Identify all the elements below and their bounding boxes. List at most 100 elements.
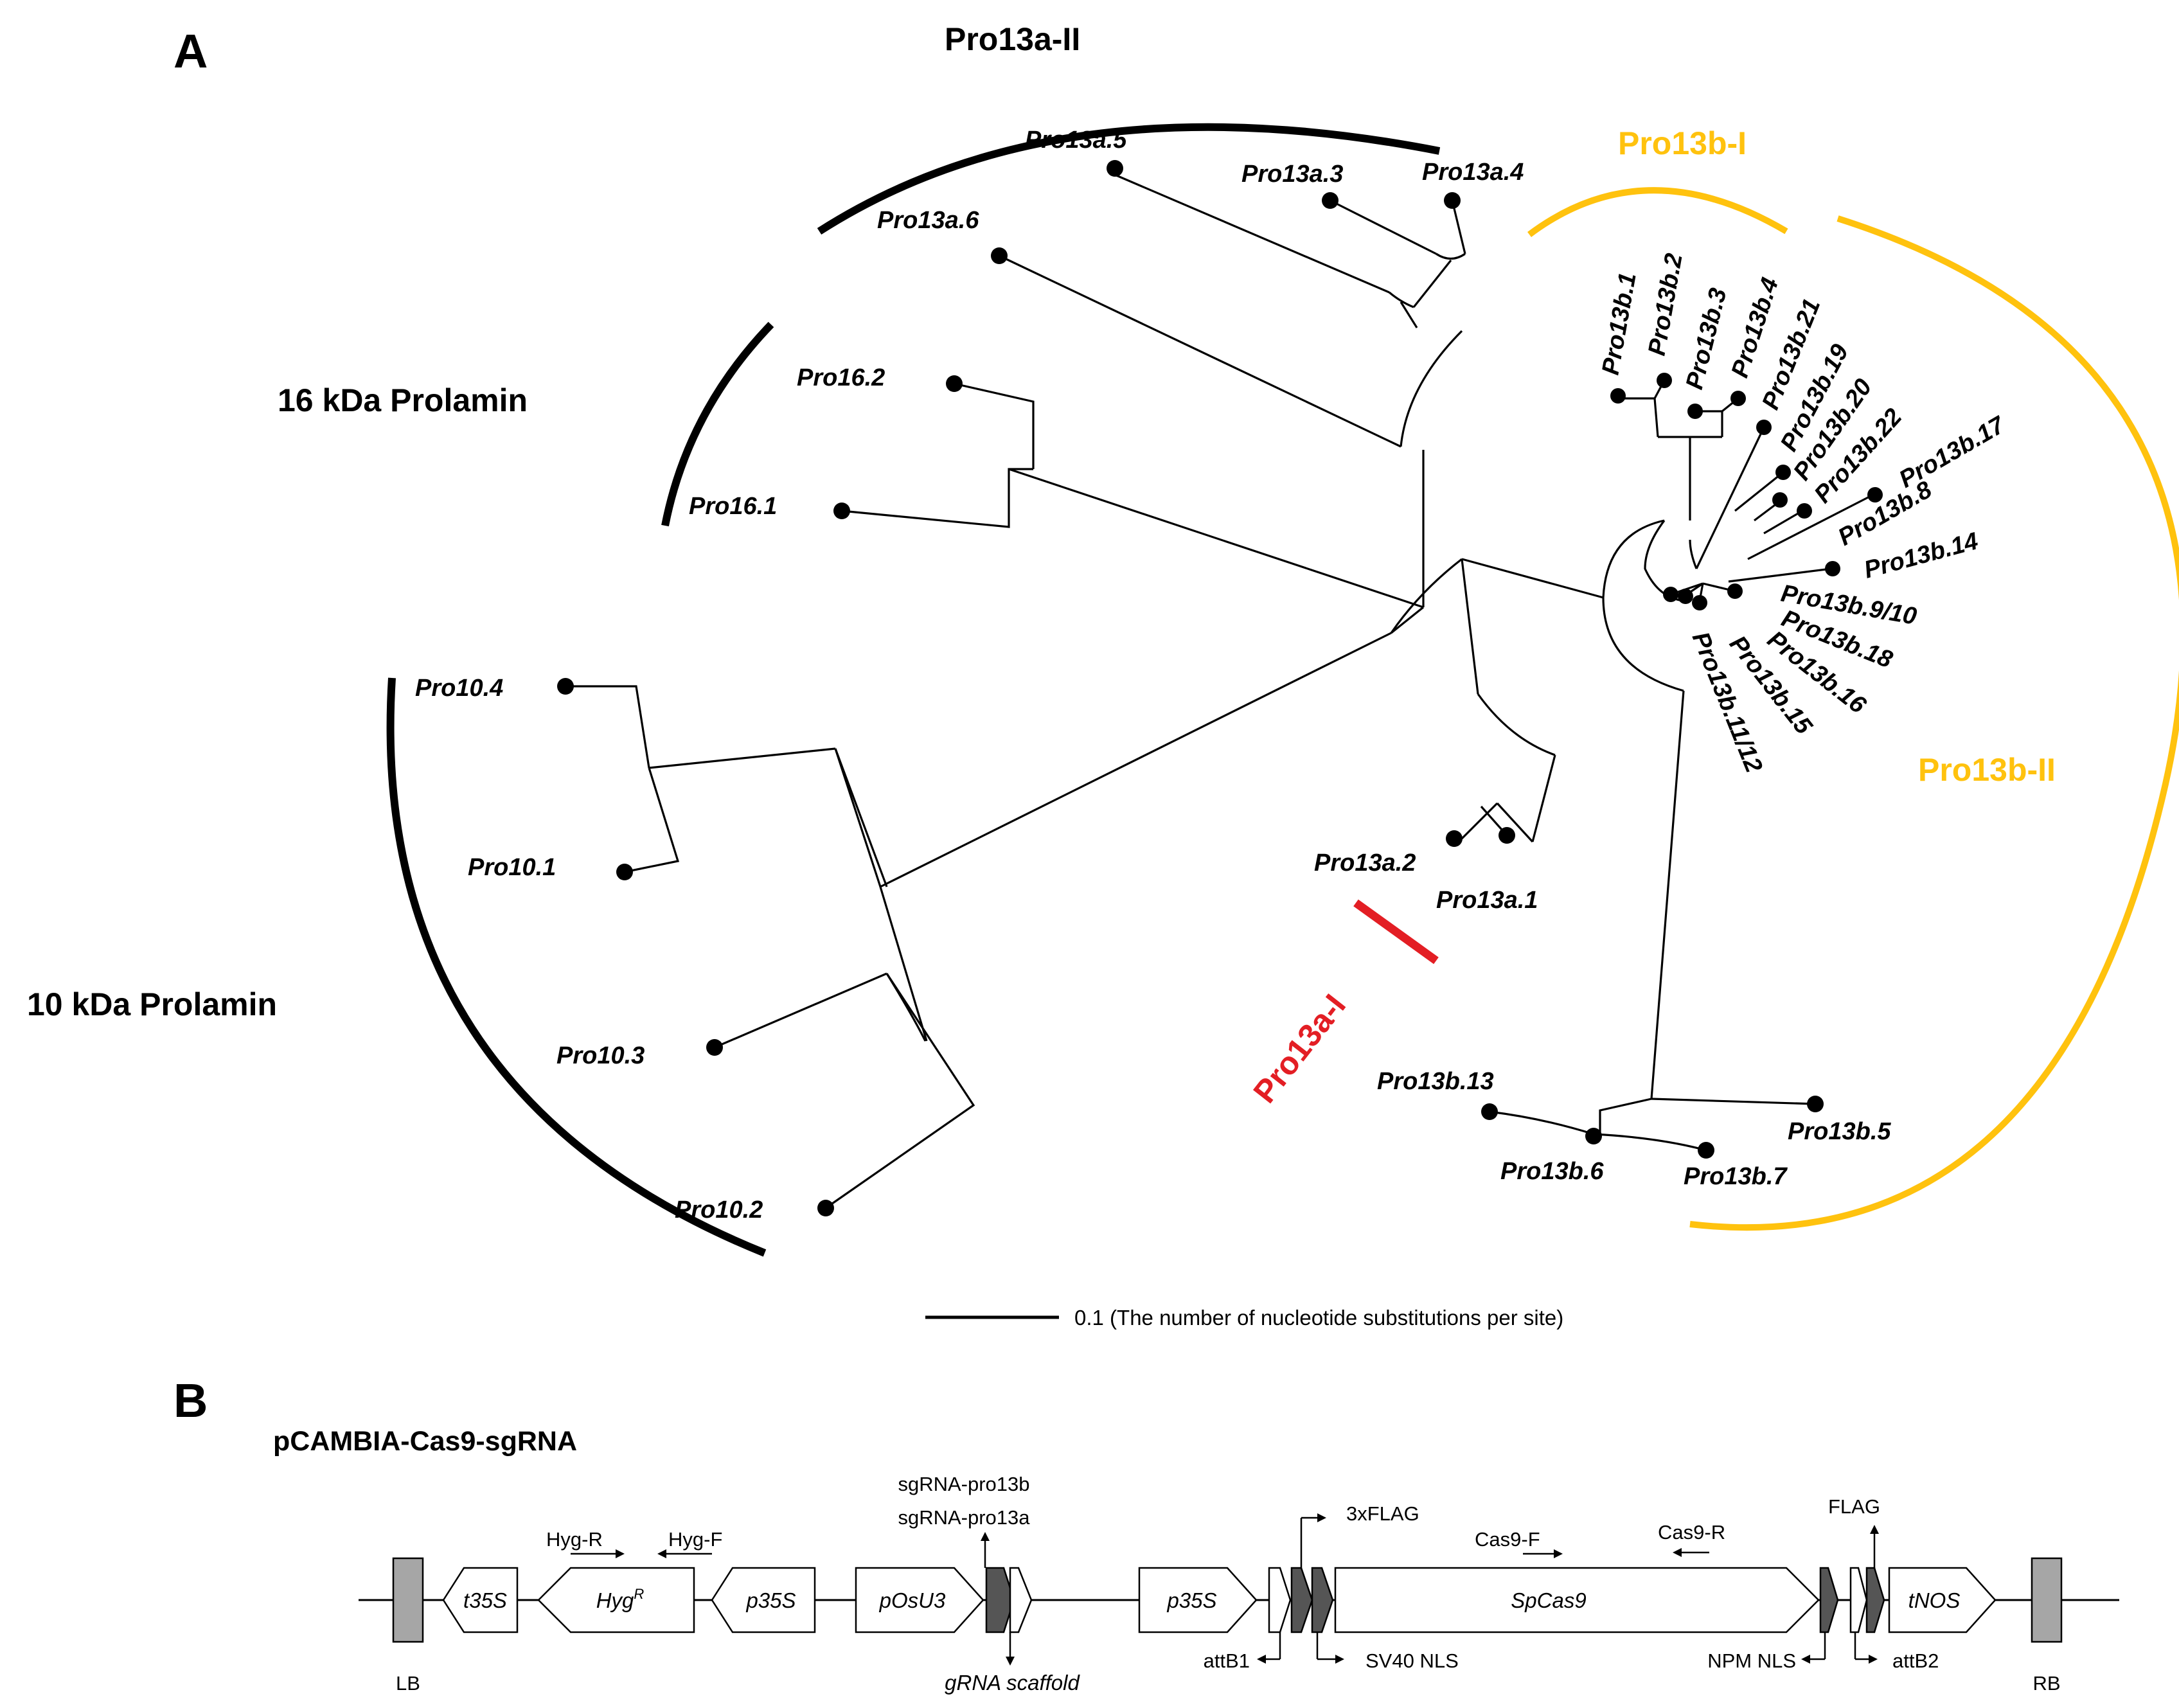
branch [1689,539,1698,569]
hygr-label-sup: R [634,1586,644,1602]
panel-letter-a: A [173,24,208,78]
leaf-labels: Pro13a.5 Pro13a.3 Pro13a.4 Pro13a.6 Pro1… [415,127,1891,1223]
branch [1477,693,1556,756]
arc-pro13a-i [1353,899,1439,965]
sgrna-pro13b-label: sgRNA-pro13b [898,1473,1029,1495]
rb-label: RB [2032,1672,2060,1695]
leaf-label: Pro13b.2 [1644,251,1688,357]
tip-dot [1772,492,1788,508]
clade-title-pro16: 16 kDa Prolamin [278,382,528,418]
branch [1461,558,1479,695]
tip-dot [1825,561,1840,576]
tip-dot [1727,583,1743,599]
branch [834,748,928,1042]
branch [1650,690,1685,1099]
hyg-f-primer-label: Hyg-F [668,1528,722,1551]
branch [565,685,650,769]
clade-title-pro13b-ii: Pro13b-II [1918,752,2056,788]
leaf-label: Pro13a.6 [877,207,979,234]
tip-dot [817,1200,834,1216]
leaf-label: Pro16.2 [797,364,885,391]
leaf-label: Pro10.4 [415,675,503,702]
clade-title-pro13a-i: Pro13a-I [1247,988,1353,1110]
leaf-label: Pro13a.5 [1025,127,1127,154]
t35s-label: t35S [463,1588,507,1612]
attb1-arrowhead [1257,1655,1266,1664]
branch [714,972,887,1049]
rb-box [2031,1557,2063,1643]
posu3-label: pOsU3 [879,1588,946,1612]
branch [1599,1098,1652,1134]
tip-dot [1499,827,1515,844]
tip-dot [1107,160,1123,177]
leaf-label: Pro13b.8 [1834,476,1937,551]
flag3x-label: 3xFLAG [1346,1502,1419,1525]
leaf-label: Pro13b.13 [1377,1068,1494,1095]
attb2-element [1849,1567,1868,1633]
leaf-label: Pro13b.7 [1684,1163,1788,1190]
branch [1763,510,1803,535]
lb-label: LB [396,1672,420,1695]
sgrna-pro13a-label: sgRNA-pro13a [898,1506,1030,1529]
clade-title-pro10: 10 kDa Prolamin [27,986,277,1022]
tip-dot [557,678,574,695]
sv40-arrowhead [1335,1655,1344,1664]
plasmid-title: pCAMBIA-Cas9-sgRNA [273,1426,577,1457]
sgrna-element [985,1567,1015,1633]
spcas9-label: SpCas9 [1511,1588,1586,1612]
flag-element [1865,1567,1885,1633]
branch [1496,802,1534,843]
hyg-r-primer-label: Hyg-R [546,1528,603,1551]
scale-bar: 0.1 (The number of nucleotide substituti… [925,1306,1563,1330]
hyg-f-arrowhead [657,1549,666,1558]
grna-scaffold-element [1009,1567,1033,1633]
posu3-element [855,1567,984,1633]
p35s-label-1: p35S [745,1588,796,1612]
leaf-label: Pro13b.17 [1895,411,2011,494]
tip-dot [1692,595,1707,610]
leaf-label: Pro10.1 [468,854,556,881]
tip-dot [1687,404,1703,419]
cas9-r-label: Cas9-R [1658,1521,1725,1543]
tip-dot [991,247,1008,264]
hygr-label: HygR [596,1586,645,1612]
scaffold-arrowhead [1006,1657,1015,1666]
branch [1388,291,1414,308]
flag-arrowhead [1870,1525,1879,1534]
branch [1651,1098,1816,1105]
tip-dots [557,160,1883,1216]
lb-box [392,1557,424,1643]
tip-dot [1444,192,1461,209]
panel-a: A Pro13a-II Pro13b-I Pro13b-II 16 kDa Pr… [27,21,2179,1330]
hygr-element [537,1567,695,1633]
sv40-nls-label: SV40 NLS [1365,1650,1459,1672]
branch [885,973,927,1042]
arc-pro13b-i [1527,187,1788,238]
tip-dot [1730,391,1746,406]
tip-dot [1867,487,1883,503]
leaf-label: Pro13b.3 [1681,285,1732,392]
panel-b: B pCAMBIA-Cas9-sgRNA LB RB t35S HygR p35… [173,1374,2119,1695]
arc-pro10 [386,677,767,1257]
tip-dot [833,503,850,519]
leaf-label: Pro10.3 [556,1042,645,1069]
cas9-r-arrowhead [1673,1548,1682,1557]
p35s-element-1 [711,1567,816,1633]
arc-pro13a-ii [817,123,1441,235]
cas9-f-label: Cas9-F [1475,1528,1540,1551]
npm-nls-label: NPM NLS [1707,1650,1796,1672]
tip-dot [1797,503,1812,519]
clade-arcs [386,123,2179,1257]
branch [954,382,1035,469]
p35s-element-2 [1138,1567,1258,1633]
attb1-label: attB1 [1204,1650,1250,1672]
branch [1734,471,1784,512]
t35s-element [442,1567,519,1633]
tip-dot [1807,1096,1824,1112]
arc-pro13b-ii [1689,215,2179,1231]
branch [1114,173,1390,294]
branch [1436,253,1466,260]
tip-dot [1446,830,1463,847]
tip-dot [946,375,963,392]
